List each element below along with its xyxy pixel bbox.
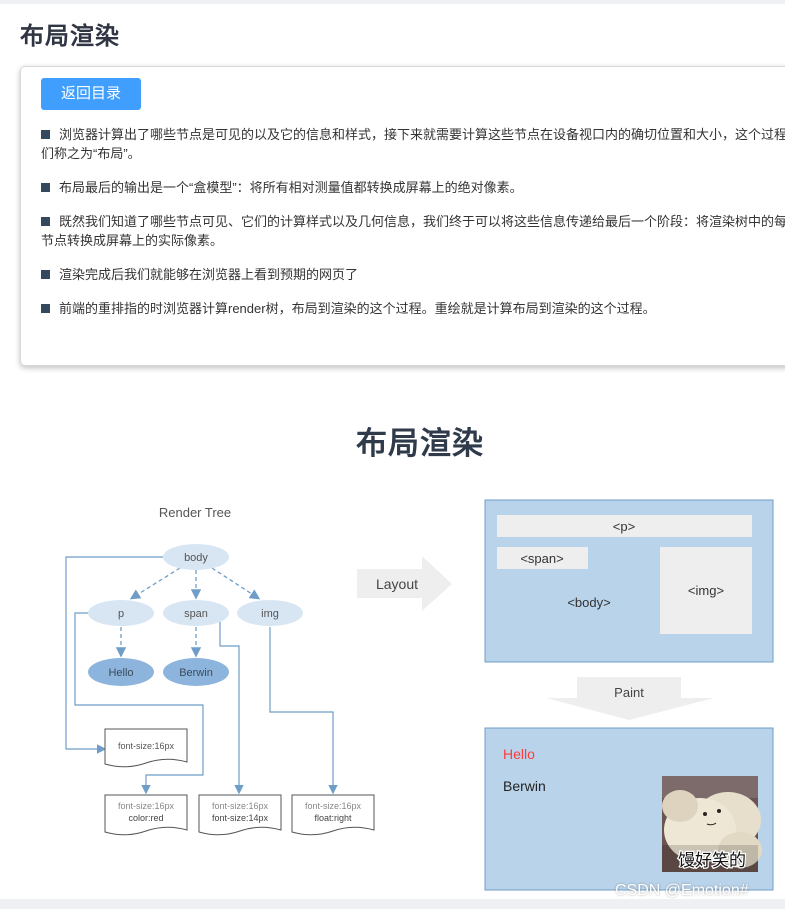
svg-text:body: body bbox=[184, 552, 208, 564]
svg-text:<span>: <span> bbox=[520, 551, 563, 566]
svg-text:font-size:16px: font-size:16px bbox=[118, 741, 175, 751]
square-bullet-icon bbox=[41, 270, 50, 279]
svg-text:Berwin: Berwin bbox=[503, 778, 546, 794]
svg-text:font-size:16px: font-size:16px bbox=[118, 801, 175, 811]
bottom-divider bbox=[0, 899, 785, 909]
svg-text:Berwin: Berwin bbox=[179, 667, 213, 679]
layout-p-block bbox=[497, 515, 752, 537]
svg-text:Hello: Hello bbox=[108, 667, 133, 679]
svg-text:font-size:14px: font-size:14px bbox=[212, 813, 269, 823]
render-tree-label: Render Tree bbox=[159, 505, 231, 520]
style-box-body: font-size:16px bbox=[104, 728, 188, 768]
node-p bbox=[88, 600, 154, 626]
svg-text:Layout: Layout bbox=[376, 576, 418, 592]
csdn-watermark: CSDN @Emotion# bbox=[615, 882, 749, 899]
notes-card: 返回目录 浏览器计算出了哪些节点是可见的以及它的信息和样式，接下来就需要计算这些… bbox=[20, 66, 785, 366]
svg-text:font-size:16px: font-size:16px bbox=[305, 801, 362, 811]
node-span bbox=[163, 600, 229, 626]
note-item: 浏览器计算出了哪些节点是可见的以及它的信息和样式，接下来就需要计算这些节点在设备… bbox=[41, 127, 785, 161]
svg-text:<p>: <p> bbox=[613, 519, 635, 534]
svg-text:p: p bbox=[118, 608, 124, 620]
meme-caption: 馒好笑的 bbox=[678, 851, 746, 870]
figure-title: 布局渲染 bbox=[356, 426, 484, 461]
svg-text:color:red: color:red bbox=[128, 813, 163, 823]
paint-box: Hello Berwin 馒好笑的 bbox=[484, 727, 774, 891]
square-bullet-icon bbox=[41, 183, 50, 192]
back-to-toc-button[interactable]: 返回目录 bbox=[41, 78, 141, 110]
node-berwin bbox=[163, 658, 229, 686]
style-box-img: font-size:16px float:right bbox=[291, 794, 375, 836]
meme-image: 馒好笑的 bbox=[662, 776, 762, 872]
svg-text:font-size:16px: font-size:16px bbox=[212, 801, 269, 811]
style-box-p: font-size:16px color:red bbox=[104, 794, 188, 836]
layout-span-block bbox=[497, 547, 588, 569]
top-divider bbox=[0, 0, 785, 4]
style-connectors bbox=[65, 556, 338, 795]
note-item: 布局最后的输出是一个“盒模型”：将所有相对测量值都转换成屏幕上的绝对像素。 bbox=[41, 178, 785, 197]
node-body bbox=[163, 544, 229, 570]
node-img bbox=[237, 600, 303, 626]
svg-text:Hello: Hello bbox=[503, 746, 535, 762]
style-box-span: font-size:16px font-size:14px bbox=[198, 794, 282, 836]
notes-list: 浏览器计算出了哪些节点是可见的以及它的信息和样式，接下来就需要计算这些节点在设备… bbox=[41, 125, 785, 333]
note-item: 既然我们知道了哪些节点可见、它们的计算样式以及几何信息，我们终于可以将这些信息传… bbox=[41, 214, 785, 248]
square-bullet-icon bbox=[41, 217, 50, 226]
square-bullet-icon bbox=[41, 130, 50, 139]
note-item: 前端的重排指的时浏览器计算render树，布局到渲染的这个过程。重绘就是计算布局… bbox=[41, 299, 785, 318]
page-title: 布局渲染 bbox=[20, 23, 120, 50]
layout-img-block bbox=[660, 547, 752, 634]
paint-arrow: Paint bbox=[546, 677, 714, 720]
square-bullet-icon bbox=[41, 304, 50, 313]
svg-text:span: span bbox=[184, 608, 208, 620]
layout-arrow: Layout bbox=[357, 556, 452, 611]
node-hello bbox=[88, 658, 154, 686]
tree-edges bbox=[115, 567, 261, 658]
note-item: 渲染完成后我们就能够在浏览器上看到预期的网页了 bbox=[41, 265, 785, 284]
svg-text:img: img bbox=[261, 608, 279, 620]
svg-text:Paint: Paint bbox=[614, 685, 644, 700]
svg-text:<body>: <body> bbox=[567, 595, 610, 610]
svg-text:<img>: <img> bbox=[688, 583, 724, 598]
layout-box: <p> <span> <img> <body> bbox=[484, 499, 774, 663]
svg-text:float:right: float:right bbox=[314, 813, 352, 823]
